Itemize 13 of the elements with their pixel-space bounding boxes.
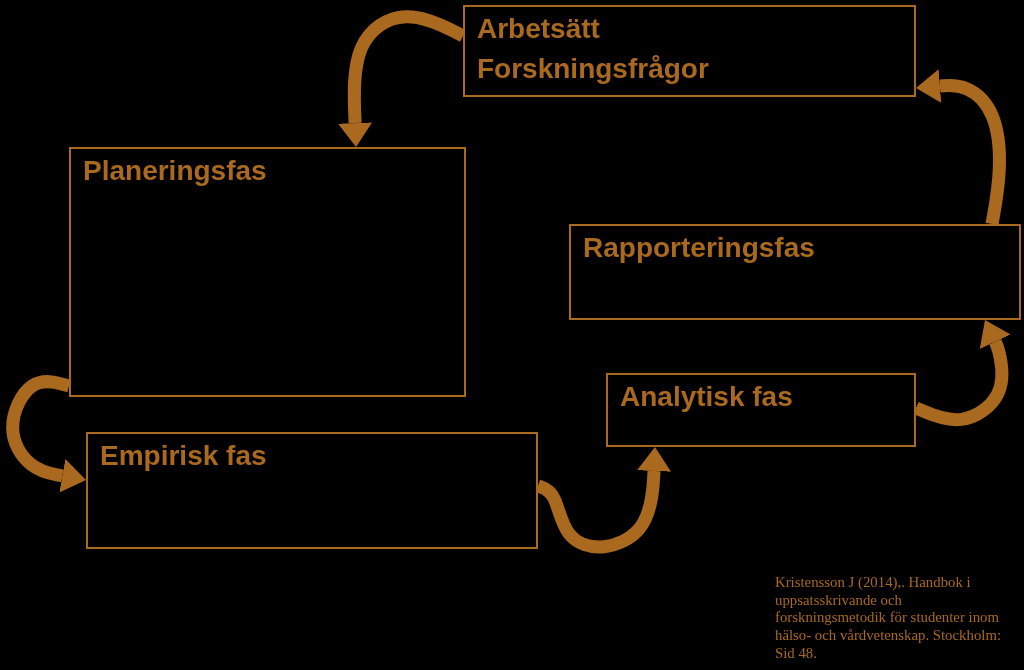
phase-title: Rapporteringsfas [583,231,815,265]
phase-box [606,373,916,447]
curved-arrow [916,69,1006,226]
phase-box [463,5,916,97]
phase-title: Arbetsätt [477,12,600,46]
phase-box [69,147,466,397]
phase-box [86,432,538,549]
reference-note: Kristensson J (2014),. Handbok i uppsatsskrivande och forskningsmetodik för studenter inom hälso- och vårdvetenskap. Stockholm: Sid 48. [775,574,1002,663]
phase-title: Empirisk fas [100,439,267,473]
phase-title: Planeringsfas [83,154,267,188]
phase-title: Analytisk fas [620,380,793,414]
phase-title: Forskningsfrågor [477,52,709,86]
phase-box [569,224,1021,320]
